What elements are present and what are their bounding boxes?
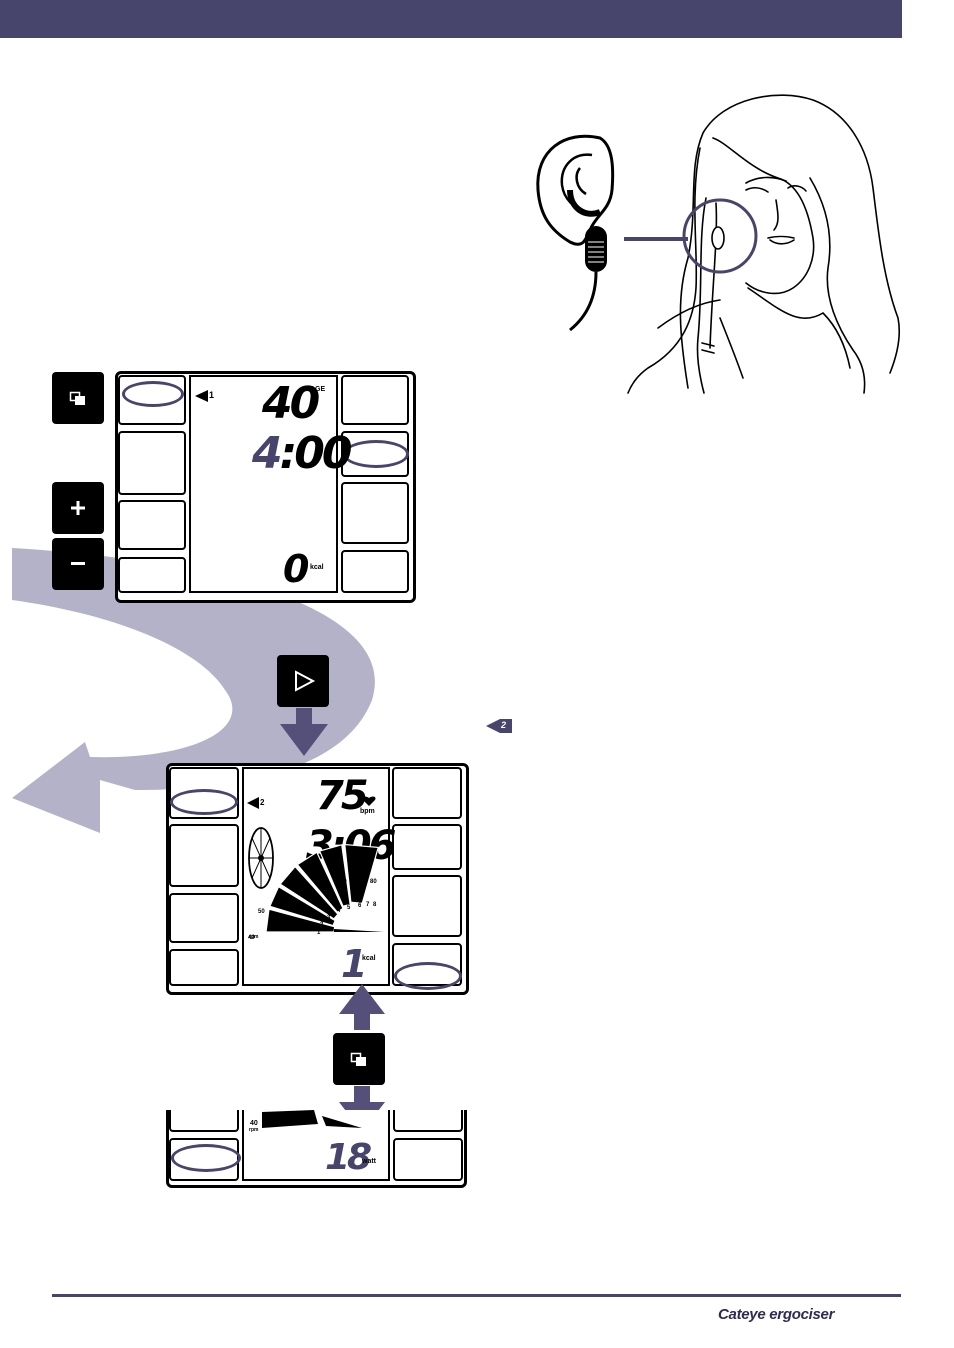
rpm-unit-3: rpm — [249, 1127, 259, 1133]
gauge-level-label: 7 — [366, 902, 370, 908]
pedal-icon — [248, 827, 274, 889]
rpm-low-label: 40 — [250, 1120, 258, 1127]
minus-icon — [71, 562, 85, 565]
display2-ring-right — [394, 962, 462, 990]
kcal-value: 0 — [283, 547, 310, 591]
display1-center — [189, 375, 338, 593]
gauge-level-label: 2 — [320, 922, 324, 928]
kcal-unit: kcal — [310, 564, 324, 571]
mode-button[interactable] — [52, 372, 104, 424]
gauge-level-label: 6 — [358, 903, 362, 909]
display2-right-cell-2 — [392, 824, 462, 870]
gauge-level-label: 5 — [347, 905, 351, 911]
up-arrow — [339, 984, 385, 1030]
mode-button-2[interactable] — [333, 1033, 385, 1085]
display3-right-cell-2 — [393, 1138, 463, 1181]
gauge-level-label: 8 — [373, 902, 377, 908]
minus-button[interactable] — [52, 538, 104, 590]
time-hours: 4 — [252, 428, 283, 479]
display1-right-cell-1 — [341, 375, 409, 425]
down-arrow — [280, 708, 328, 756]
gauge-rpm-label: 50 — [258, 909, 265, 915]
woman-illustration — [627, 94, 901, 394]
display1-marker: 1 — [195, 390, 217, 402]
watt-value: 18 — [325, 1137, 372, 1178]
gauge-segment — [344, 843, 380, 904]
age-value: 40 — [262, 378, 320, 429]
display2-left-cell-4 — [169, 949, 239, 986]
header-bar — [0, 0, 902, 38]
rpm-unit: rpm — [249, 934, 259, 940]
display3-ring-left — [171, 1144, 241, 1172]
heart-icon — [362, 796, 376, 806]
display2-right-cell-1 — [392, 767, 462, 819]
gauge-segment — [296, 851, 344, 913]
display-watt: 40 rpm 18 watt — [166, 1110, 467, 1188]
display1-marker-label: 1 — [209, 390, 215, 400]
pulse-value: 75 — [316, 773, 369, 819]
gauge-level-label: 3 — [327, 915, 331, 921]
rpm-gauge-partial — [262, 1110, 362, 1128]
gauge-segment — [279, 865, 339, 920]
display1-right-cell-3 — [341, 482, 409, 544]
pointer-line — [624, 237, 688, 241]
start-button[interactable] — [277, 655, 329, 707]
gauge-segment — [318, 844, 351, 907]
display1-left-cell-3 — [118, 500, 186, 550]
display1-left-cell-2 — [118, 431, 186, 495]
kcal-value-2: 1 — [341, 942, 368, 986]
gauge-level-label: 4 — [337, 908, 341, 914]
mode-icon — [350, 1052, 366, 1066]
plus-button[interactable] — [52, 482, 104, 534]
mode-icon — [69, 391, 85, 405]
display1-ring-left — [122, 381, 184, 407]
display1-left-cell-4 — [118, 557, 186, 593]
gauge-segment — [265, 908, 336, 933]
brand-logo: Cateye ergociser — [718, 1306, 835, 1323]
gauge-segment — [269, 885, 336, 927]
display3-left-cell-1 — [169, 1110, 239, 1132]
display2-marker-label: 2 — [260, 798, 265, 807]
display2-right-cell-3 — [392, 875, 462, 937]
step-marker: 2 — [486, 719, 512, 733]
gauge-rpm-label: 80 — [370, 879, 377, 885]
gauge-rpm-label: 60 — [294, 887, 301, 893]
display2-left-cell-3 — [169, 893, 239, 943]
ear-illustration — [536, 134, 615, 332]
watt-unit: watt — [362, 1158, 376, 1165]
display2-left-cell-2 — [169, 824, 239, 887]
play-icon — [295, 670, 316, 692]
display1-right-cell-4 — [341, 550, 409, 593]
gauge-rpm-label: 40 — [248, 935, 255, 941]
time-value: 4:00 — [252, 432, 352, 476]
pulse-unit: bpm — [360, 808, 375, 815]
display2-ring-left — [170, 789, 238, 815]
gauge-level-label: 1 — [317, 930, 321, 936]
display3-right-cell-1 — [393, 1110, 463, 1132]
gauge-needle — [334, 929, 384, 932]
step-marker-label: 2 — [501, 720, 507, 730]
gauge-rpm-label: 70 — [340, 879, 347, 885]
time-rest: :00 — [279, 428, 353, 479]
display2-marker: 2 — [247, 797, 269, 809]
plus-icon — [71, 501, 85, 515]
kcal-unit-2: kcal — [362, 955, 376, 962]
footer-rule — [52, 1294, 901, 1297]
display1-ring-right — [343, 440, 409, 468]
age-unit: AGE — [310, 386, 326, 393]
